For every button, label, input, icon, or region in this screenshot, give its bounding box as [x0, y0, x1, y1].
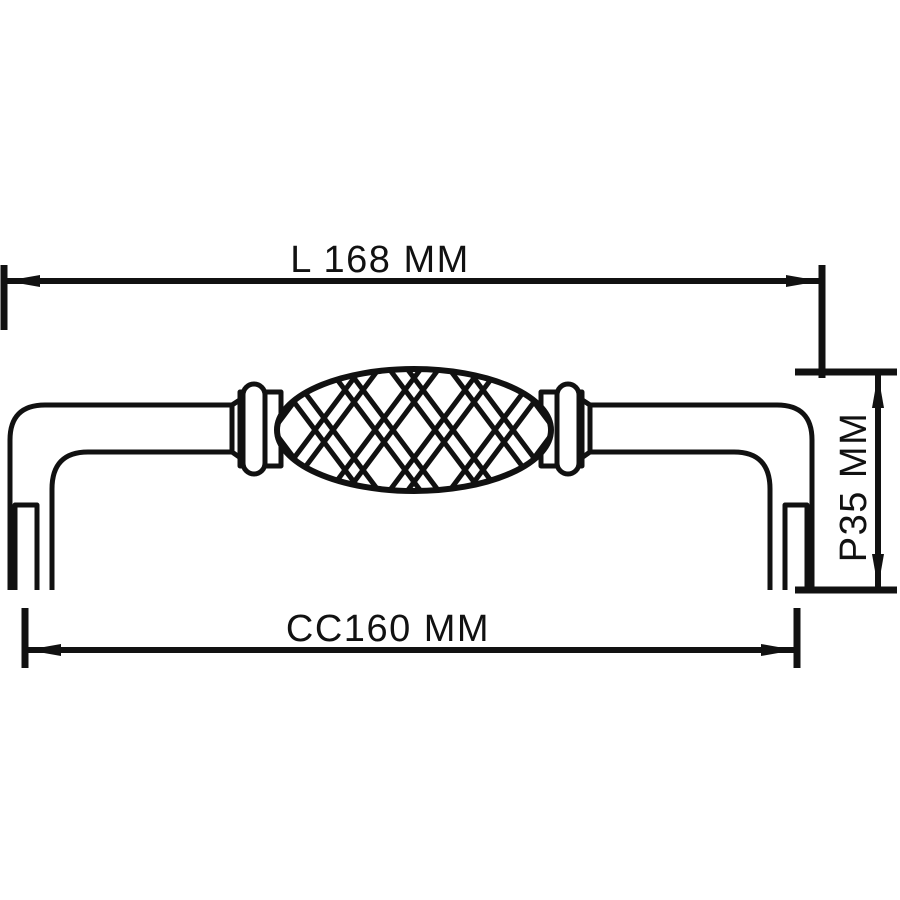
length-left-arrowhead [6, 275, 40, 287]
left-collar-rings [230, 381, 284, 477]
right-mounting-post [782, 502, 810, 590]
projection-bottom-arrowhead [872, 554, 884, 588]
length-dimension-label: L 168 MM [290, 239, 470, 281]
left-mounting-post [12, 502, 40, 590]
right-collar-bead [554, 381, 582, 477]
projection-top-arrowhead [872, 374, 884, 408]
dimension-overall-length [0, 265, 826, 378]
right-collar-rings [538, 381, 592, 477]
handle-assembly [7, 366, 815, 590]
dimension-center-to-center [21, 608, 801, 668]
cc-dimension-label: CC160 MM [286, 608, 490, 650]
lattice-barrel-border [274, 366, 554, 494]
cc-left-arrowhead [27, 644, 61, 656]
length-right-arrowhead [786, 275, 820, 287]
cc-right-arrowhead [761, 644, 795, 656]
lattice-straps-ascending [277, 369, 551, 491]
left-collar-bead [240, 381, 268, 477]
diamond-lattice-pattern [277, 369, 551, 491]
projection-dimension-label: P35 MM [833, 412, 875, 562]
